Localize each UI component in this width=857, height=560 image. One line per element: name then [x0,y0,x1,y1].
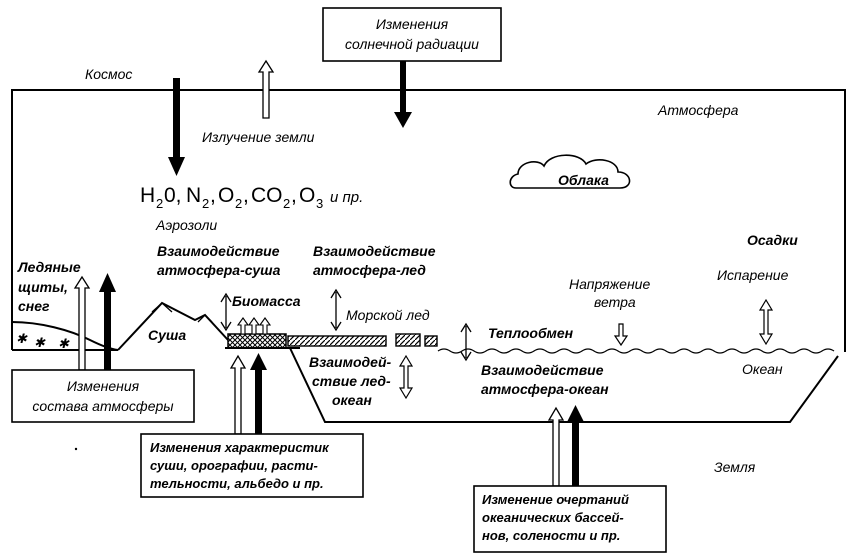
biomass-label: Биомасса [232,293,301,309]
chem-sub: 2 [235,196,242,211]
basin-change-box: Изменение очертаний океанических бассей-… [473,485,667,553]
heat-exchange-label: Теплообмен [488,325,574,341]
wind-stress-label: ветра [594,294,636,310]
atm-land-label: атмосфера-суша [157,262,281,278]
ice-ocean-label: ствие лед- [312,373,391,389]
atm-ocean-label: атмосфера-океан [481,381,609,397]
land-label: Суша [148,327,186,343]
composition-change-label: Изменения [67,378,140,394]
biomass-block [227,333,287,349]
ice-sheets-label: щиты, [18,279,68,295]
chem-sub: 2 [283,196,290,211]
chem-comma: , [243,184,249,207]
chem-o: O [218,184,234,207]
solar-radiation-box: Изменения солнечной радиации [322,7,502,62]
ice-sheets-arrow-up [73,275,91,371]
solar-radiation-label: солнечной радиации [345,36,479,52]
ice-ocean-label: океан [332,392,372,408]
land-change-arrow-hollow [229,354,247,435]
basin-change-label: нов, солености и пр. [482,528,620,543]
atm-ice-label: Взаимодействие [313,243,436,259]
land-change-arrow-bold [250,353,267,434]
atmosphere-label: Атмосфера [657,102,739,118]
chem-sub: 3 [316,196,323,211]
precipitation-label: Осадки [747,232,798,248]
ice-ocean-label: Взаимодей- [309,354,391,370]
atm-land-label: Взаимодействие [157,243,280,259]
land-change-label: Изменения характеристик [150,440,330,455]
chem-h: H [140,184,155,207]
cloud-shape [509,154,631,189]
aerosols-label: Аэрозоли [155,217,217,233]
ice-sheet: ✱ ✱ ✱ [11,321,119,351]
clouds-label: Облака [558,172,609,188]
atm-ice-label: атмосфера-лед [313,262,426,278]
chem-sub: 2 [156,196,163,211]
space-label: Космос [85,66,132,82]
earth-label: Земля [714,459,756,475]
wind-stress-arrow-down [613,323,629,347]
solar-radiation-label: Изменения [376,16,449,32]
chemical-formula: H 2 0, N 2 , O 2 , CO 2 , O 3 и пр. [140,184,363,211]
chem-h-rest: 0, [164,184,182,207]
sea-ice-blocks [287,333,438,347]
chem-o3: O [299,184,315,207]
ice-snowflake-icon: ✱ [58,336,70,351]
land-change-label: суши, орографии, расти- [150,458,318,473]
composition-change-box: Изменения состава атмосферы [11,369,195,423]
chem-comma: , [291,184,297,207]
atm-ice-double-arrow [330,288,342,332]
chem-tail: и пр. [330,189,363,206]
basin-change-arrow-bold [567,405,584,486]
chem-sub: 2 [202,196,209,211]
basin-change-label: океанических бассей- [482,510,624,525]
earth-radiation-label: Излучение земли [202,129,315,145]
atm-ocean-label: Взаимодействие [481,362,604,378]
land-change-label: тельности, альбедо и пр. [150,476,324,491]
basin-change-arrow-hollow [547,406,565,487]
ocean-surface-wave [437,348,835,354]
solar-arrow-down [394,61,412,128]
atmosphere-frame [11,89,846,352]
biomass-up-arrows [236,317,272,335]
stray-dot [74,447,78,451]
ocean-label: Океан [742,361,783,377]
ice-sheets-label: снег [18,298,50,314]
evaporation-label: Испарение [717,267,789,283]
wind-stress-label: Напряжение [569,276,650,292]
ice-snowflake-icon: ✱ [16,331,28,346]
composition-arrow-up [99,273,116,372]
chem-n: N [186,184,201,207]
evaporation-double-arrow [758,298,774,346]
basin-change-label: Изменение очертаний [482,492,629,507]
land-change-box: Изменения характеристик суши, орографии,… [140,433,364,498]
incoming-radiation-arrow [168,78,185,176]
chem-comma: , [210,184,216,207]
biomass-double-arrow [220,292,232,332]
ice-ocean-double-arrow [398,354,414,400]
ice-sheets-label: Ледяные [17,259,81,275]
earth-radiation-arrow-up [257,59,275,119]
chem-co: CO [251,184,283,207]
sea-ice-label: Морской лед [346,307,430,323]
land-mountains [117,301,229,351]
composition-change-label: состава атмосферы [32,398,174,414]
ice-snowflake-icon: ✱ [34,335,46,350]
heat-exchange-double-arrow [460,322,472,362]
